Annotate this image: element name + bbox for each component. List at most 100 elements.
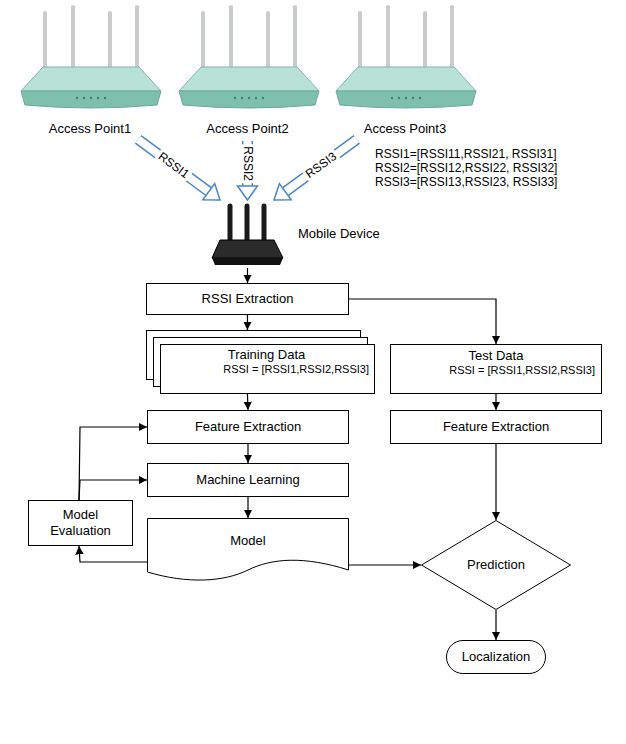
connector-line [247, 268, 248, 283]
node-title: Model Evaluation [41, 507, 121, 538]
router-led [398, 97, 400, 99]
process-box: Model Evaluation [28, 500, 133, 546]
decision-diamond: Prediction [421, 520, 571, 610]
ap-outline [15, 5, 165, 137]
flow-arrow [349, 299, 496, 344]
arrow-head [238, 186, 258, 200]
node-title: Access Point1 [49, 121, 131, 137]
access-point: Access Point3 [330, 5, 480, 137]
signal-arrow [238, 141, 258, 200]
connector-line [79, 546, 147, 562]
connector-line [247, 497, 248, 518]
antenna [266, 13, 270, 71]
signal-arrow [138, 139, 220, 200]
node-title: Training Data [228, 347, 306, 363]
router-front [336, 91, 476, 108]
connector-line [495, 610, 496, 640]
node-title: Access Point2 [206, 121, 288, 137]
antenna [293, 7, 297, 71]
antenna [43, 13, 47, 71]
node-body: RSSI = [RSSI1,RSSI2,RSSI3] [449, 364, 595, 377]
signal-arrow [274, 139, 357, 200]
node-title: Mobile Device [298, 226, 380, 242]
flow-arrow [247, 394, 249, 410]
flow-arrow [79, 480, 147, 500]
router-top [21, 67, 161, 91]
data-box: Test DataRSSI = [RSSI1,RSSI2,RSSI3] [390, 344, 602, 394]
node-title: Feature Extraction [195, 419, 301, 435]
terminal-oval: Localization [446, 640, 546, 674]
node-title: Localization [462, 649, 531, 665]
flow-arrow [496, 394, 497, 410]
flow-arrow [79, 546, 147, 562]
note-text: RSSI1=[RSSI11,RSSI21, RSSI31] [375, 148, 557, 162]
process-box: Machine Learning [147, 463, 349, 497]
antenna [358, 13, 362, 71]
router-front [179, 91, 319, 108]
edge-label: RSSI2 [241, 144, 254, 183]
connector-line [495, 394, 496, 410]
router-led [90, 97, 92, 99]
flow-arrow [247, 268, 248, 283]
connector-line [79, 427, 147, 500]
antenna [135, 7, 139, 71]
connector-line [495, 444, 496, 520]
node-title: Prediction [467, 557, 525, 573]
antenna [245, 206, 250, 242]
note-text: RSSI3=[RSSI13,RSSI23, RSSI33] [375, 176, 557, 190]
arrow-shaft-outline [285, 139, 356, 191]
flow-arrow [248, 497, 249, 518]
node-title: Machine Learning [196, 472, 299, 488]
antenna [228, 206, 233, 242]
connector-line [349, 299, 496, 344]
connector-line [79, 480, 147, 500]
access-point: Access Point2 [173, 5, 323, 137]
node-title: Feature Extraction [443, 419, 549, 435]
antenna [262, 206, 267, 242]
router-led [233, 97, 235, 99]
antenna [229, 7, 233, 71]
antenna [108, 13, 112, 71]
flow-arrow [349, 564, 421, 565]
ap-outline [173, 5, 323, 137]
antenna [386, 7, 390, 71]
node-title: Access Point3 [364, 121, 446, 137]
device-body [212, 240, 283, 258]
diamond-outline [422, 521, 571, 610]
flow-arrow [496, 444, 497, 520]
antenna [450, 7, 454, 71]
process-box: Feature Extraction [390, 410, 602, 444]
edge-label: RSSI1 [154, 149, 193, 183]
ap-outline [330, 5, 480, 137]
process-box: RSSI Extraction [146, 283, 349, 315]
note-text: RSSI2=[RSSI12,RSSI22, RSSI32] [375, 162, 557, 176]
connector-line [247, 394, 249, 410]
arrow-shaft-fill [285, 139, 356, 191]
router-led [83, 97, 85, 99]
router-led [104, 97, 106, 99]
router-led [261, 97, 263, 99]
router-top [179, 67, 319, 91]
flow-arrow [248, 444, 249, 463]
access-point: Access Point1 [15, 5, 165, 137]
router-front [21, 91, 161, 108]
mobile-device: Mobile Device [210, 200, 410, 268]
process-box: Feature Extraction [147, 410, 349, 444]
rssi-legend-block: RSSI1=[RSSI11,RSSI21, RSSI31]RSSI2=[RSSI… [375, 148, 557, 189]
node-body: RSSI = [RSSI1,RSSI2,RSSI3] [223, 363, 369, 376]
document-shape: Model [147, 518, 349, 580]
router-led [419, 97, 421, 99]
router-led [405, 97, 407, 99]
arrow-shaft-fill [138, 139, 209, 191]
antenna [423, 13, 427, 71]
flow-arrow [247, 315, 248, 330]
node-title: Test Data [469, 348, 524, 364]
node-title: RSSI Extraction [202, 291, 294, 307]
router-top [336, 67, 476, 91]
router-led [97, 97, 99, 99]
connector-line [247, 315, 248, 330]
arrow-shaft-outline [138, 139, 209, 191]
data-stack: Training DataRSSI = [RSSI1,RSSI2,RSSI3] [146, 330, 375, 394]
arrow-head [203, 184, 220, 200]
arrow-head [274, 184, 291, 200]
